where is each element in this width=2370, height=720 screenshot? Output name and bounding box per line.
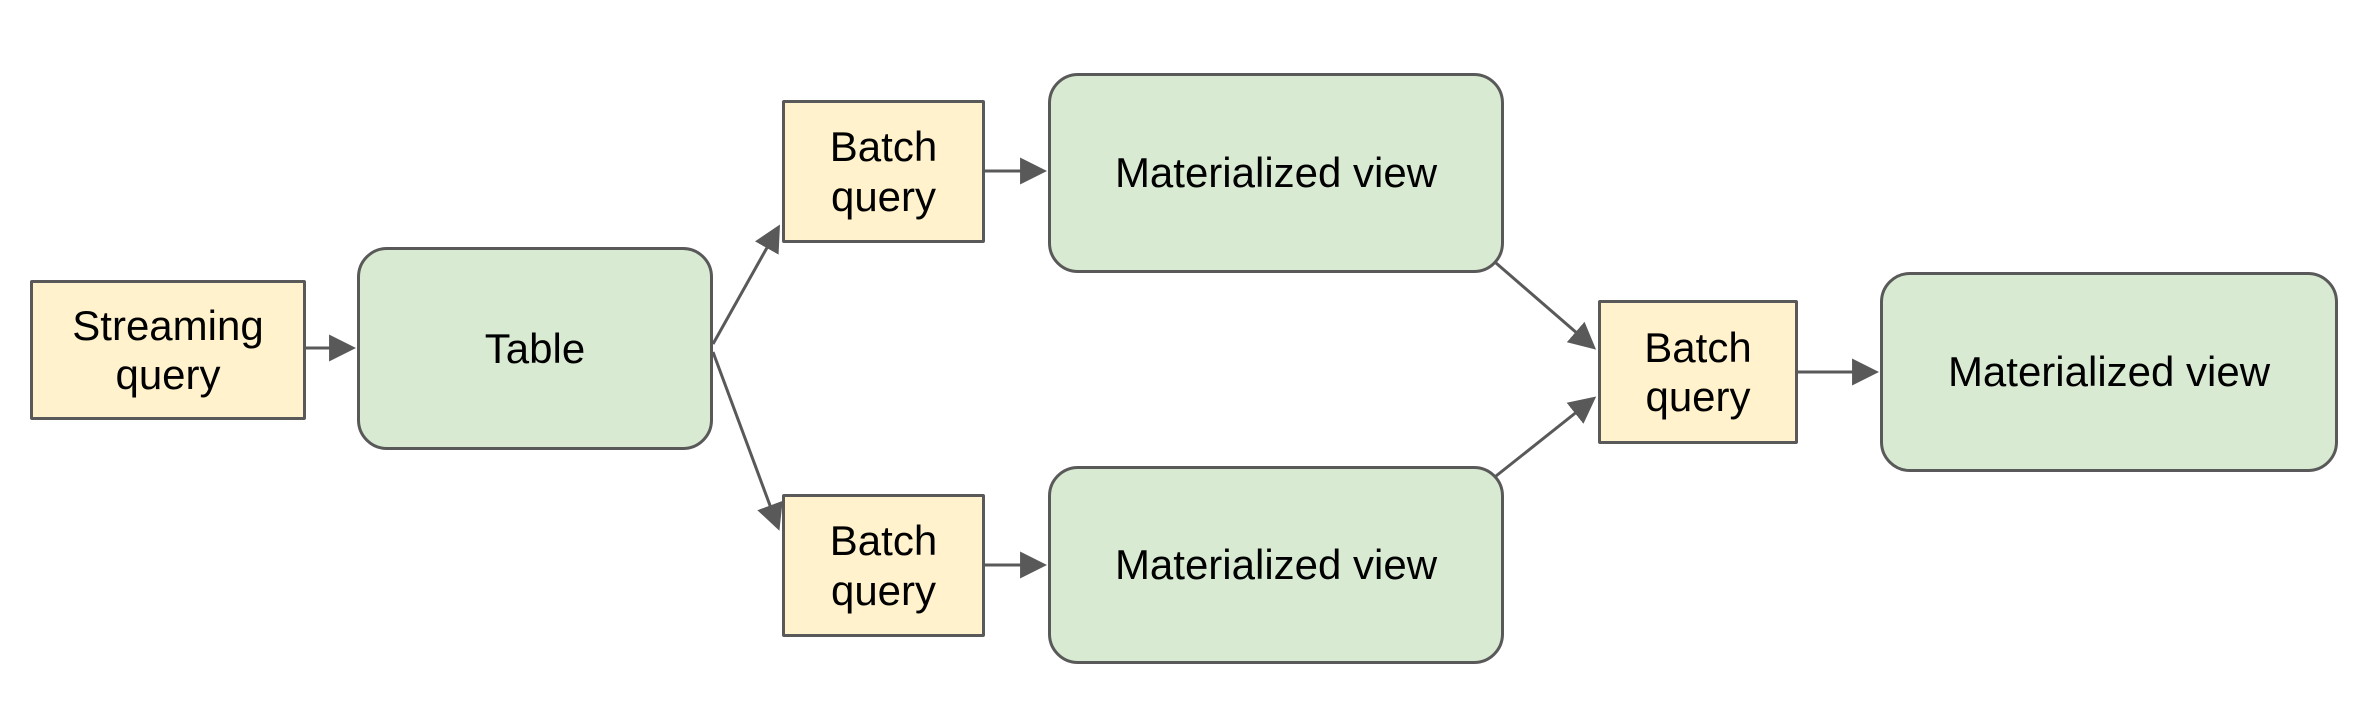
- node-label: Materialized view: [1114, 149, 1438, 197]
- node-batch-query-bottom[interactable]: Batch query: [782, 494, 985, 637]
- node-materialized-view-bottom[interactable]: Materialized view: [1048, 466, 1504, 664]
- node-table[interactable]: Table: [357, 247, 713, 450]
- node-streaming-query[interactable]: Streaming query: [30, 280, 306, 420]
- node-label: Table: [484, 324, 586, 372]
- node-batch-query-center[interactable]: Batch query: [1598, 300, 1798, 444]
- node-materialized-view-right[interactable]: Materialized view: [1880, 272, 2338, 472]
- edge-mat-top-to-batch-center: [1495, 261, 1597, 350]
- edge-table-to-batch-bottom: [711, 351, 783, 531]
- node-label: Batch query: [829, 123, 938, 220]
- node-label: Batch query: [829, 517, 938, 614]
- node-label: Materialized view: [1947, 348, 2271, 396]
- node-label: Batch query: [1644, 323, 1752, 420]
- node-label: Streaming query: [72, 301, 264, 398]
- edge-table-to-batch-top: [711, 224, 780, 345]
- node-materialized-view-top[interactable]: Materialized view: [1048, 73, 1504, 273]
- node-label: Materialized view: [1114, 541, 1438, 589]
- edge-mat-bottom-to-batch-center: [1495, 396, 1597, 478]
- node-batch-query-top[interactable]: Batch query: [782, 100, 985, 243]
